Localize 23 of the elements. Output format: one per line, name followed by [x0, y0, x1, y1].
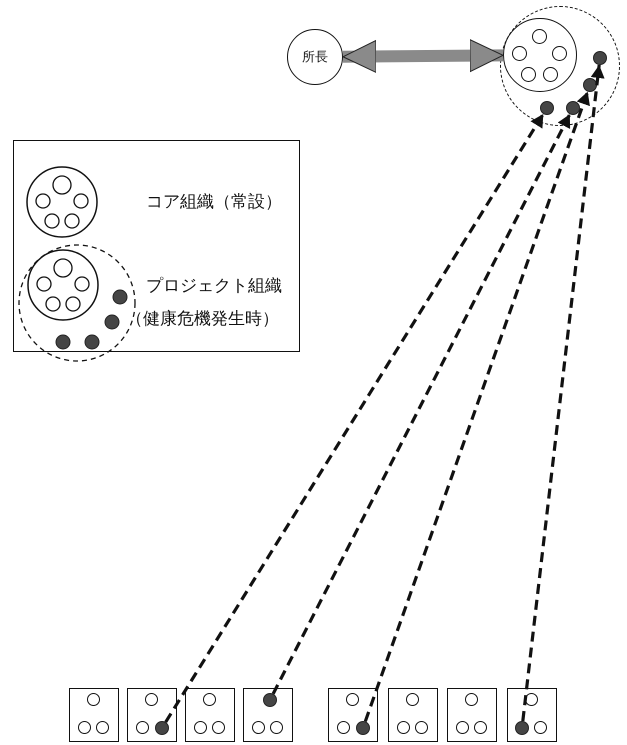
team-box [328, 688, 378, 742]
team-box [507, 688, 557, 742]
project-organization-circle [500, 6, 620, 126]
member-dot [582, 78, 596, 92]
member-dot [566, 100, 580, 114]
team-box [388, 688, 438, 742]
team-box [447, 688, 497, 742]
double-arrow [342, 39, 504, 73]
legend-label: コア組織（常設） [145, 190, 283, 214]
member-dot [514, 720, 528, 734]
dashed-arrow [272, 114, 572, 694]
director-circle: 所長 [287, 29, 343, 85]
team-box [127, 688, 177, 742]
member-dot [592, 50, 606, 64]
legend-label: プロジェクト組織（健康危機発生時） [126, 274, 283, 330]
member-dot [356, 720, 370, 734]
member-dot [154, 720, 168, 734]
member-dot [540, 100, 554, 114]
team-box [243, 688, 293, 742]
team-box [185, 688, 235, 742]
team-box [69, 688, 119, 742]
member-dot [262, 692, 276, 706]
core-organization-circle [502, 18, 576, 92]
